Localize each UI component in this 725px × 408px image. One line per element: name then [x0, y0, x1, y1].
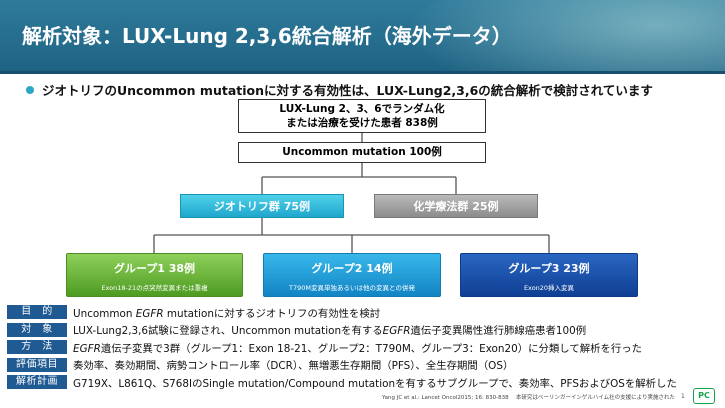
row-text: G719X、L861Q、S768IのSingle mutation/Compou… — [73, 375, 677, 390]
box-top-line2: または治療を受けた患者 838例 — [286, 117, 438, 129]
box-giotrif-arm: ジオトリフ群 75例 — [180, 194, 344, 218]
box-top-line1: LUX-Lung 2、3、6でランダム化 — [279, 103, 445, 115]
group2-sub: T790M変異単独あるいは他の変異との併発 — [289, 284, 415, 292]
row-text: 奏効率、奏効期間、病勢コントロール率（DCR）、無増悪生存期間（PFS）、全生存… — [73, 357, 513, 372]
header-divider — [0, 71, 725, 74]
row-endpoints: 評価項目 奏効率、奏効期間、病勢コントロール率（DCR）、無増悪生存期間（PFS… — [7, 357, 725, 373]
box-group3: グループ3 23例 Exon20挿入変異 — [460, 253, 638, 297]
row-text-pre: 奏効率、奏効期間、病勢コントロール率（DCR）、無増悪生存期間（PFS）、全生存… — [73, 360, 514, 373]
row-method: 方 法 EGFR遺伝子変異で3群（グループ1：Exon 18-21、グループ2：… — [7, 339, 725, 355]
box-uncommon-mutation: Uncommon mutation 100例 — [238, 142, 486, 163]
row-label: 解析計画 — [7, 375, 67, 390]
group1-title: グループ1 38例 — [113, 262, 196, 275]
row-text: EGFR遺伝子変異で3群（グループ1：Exon 18-21、グループ2：T790… — [73, 340, 642, 355]
row-text-post: 遺伝子変異で3群（グループ1：Exon 18-21、グループ2：T790M、グル… — [100, 342, 643, 355]
row-label: 方 法 — [7, 340, 67, 355]
row-text-em: EGFR — [135, 307, 164, 320]
row-objective: 目 的 Uncommon EGFR mutationに対するジオトリフの有効性を… — [7, 304, 725, 320]
slide-header: 解析対象：LUX-Lung 2,3,6統合解析（海外データ） — [0, 0, 725, 74]
citation: Yang JC et al.: Lancet Oncol2015; 16: 83… — [382, 395, 676, 401]
group2-title: グループ2 14例 — [311, 262, 393, 275]
row-text-post: 遺伝子変異陽性進行肺線癌患者100例 — [410, 325, 587, 338]
row-text-post: mutationに対するジオトリフの有効性を検討 — [163, 307, 381, 320]
box-randomized-patients: LUX-Lung 2、3、6でランダム化 または治療を受けた患者 838例 — [238, 99, 486, 133]
page-number: 1 — [681, 393, 685, 400]
row-label: 評価項目 — [7, 357, 67, 372]
lead-statement: ジオトリフのUncommon mutationに対する有効性は、LUX-Lung… — [26, 80, 653, 99]
row-label: 対 象 — [7, 322, 67, 337]
row-text-pre: Uncommon — [73, 307, 136, 320]
box-group1: グループ1 38例 Exon18-21の点突然変異または重複 — [66, 253, 243, 297]
box-group2: グループ2 14例 T790M変異単独あるいは他の変異との併発 — [263, 253, 441, 297]
study-info-table: 目 的 Uncommon EGFR mutationに対するジオトリフの有効性を… — [7, 304, 725, 392]
slide-title: 解析対象：LUX-Lung 2,3,6統合解析（海外データ） — [22, 24, 512, 48]
row-label: 目 的 — [7, 305, 67, 319]
group3-sub: Exon20挿入変異 — [523, 284, 575, 292]
row-subjects: 対 象 LUX-Lung2,3,6試験に登録され、Uncommon mutati… — [7, 322, 725, 338]
box-chemo-arm: 化学療法群 25例 — [374, 194, 538, 218]
row-text-em: EGFR — [73, 342, 101, 355]
row-text: Uncommon EGFR mutationに対するジオトリフの有効性を検討 — [73, 305, 380, 320]
row-text-pre: G719X、L861Q、S768IのSingle mutation/Compou… — [73, 377, 677, 390]
lead-text: ジオトリフのUncommon mutationに対する有効性は、LUX-Lung… — [42, 83, 653, 98]
row-text: LUX-Lung2,3,6試験に登録され、Uncommon mutationを有… — [73, 322, 586, 337]
row-text-em: EGFR — [382, 325, 411, 338]
group3-title: グループ3 23例 — [508, 262, 590, 275]
header-decoration — [405, 0, 725, 74]
group1-sub: Exon18-21の点突然変異または重複 — [101, 284, 208, 292]
bullet-icon — [26, 85, 34, 94]
company-logo: PC — [693, 388, 715, 404]
row-text-pre: LUX-Lung2,3,6試験に登録され、Uncommon mutationを有… — [73, 325, 383, 338]
row-analysis-plan: 解析計画 G719X、L861Q、S768IのSingle mutation/C… — [7, 374, 725, 390]
